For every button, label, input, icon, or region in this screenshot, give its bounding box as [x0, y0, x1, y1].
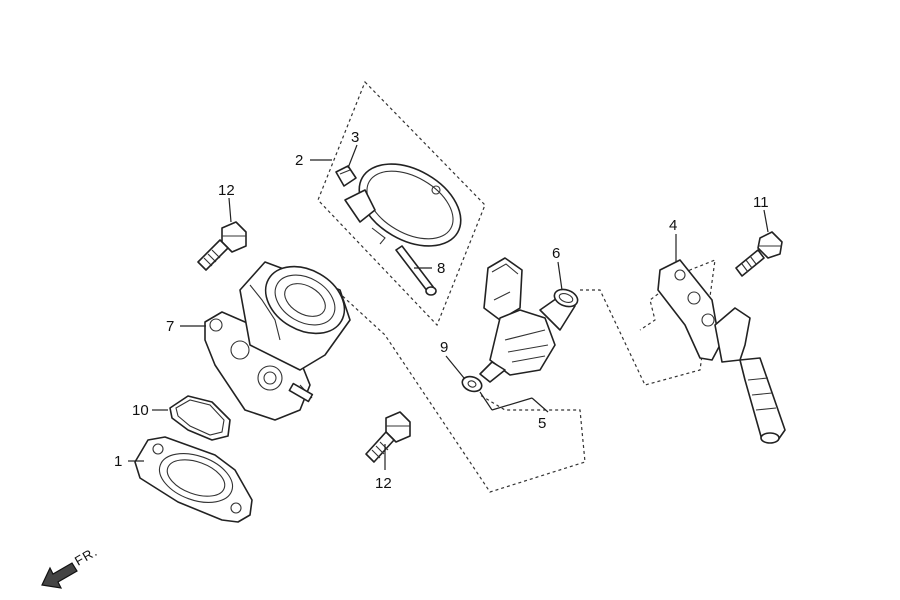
leader-line-11: [763, 209, 769, 233]
leader-line-5-a: [479, 391, 493, 411]
bolt-upper: [197, 221, 247, 271]
front-direction-indicator: FR.: [41, 544, 100, 589]
leader-line-5-b: [491, 397, 533, 411]
front-direction-label: FR.: [72, 544, 100, 569]
leader-line-9: [445, 355, 465, 379]
callout-4: 4: [669, 217, 677, 234]
callout-12-lower: 12: [375, 475, 392, 492]
leader-line-6: [557, 261, 563, 291]
callout-2: 2: [295, 152, 303, 169]
callout-3: 3: [351, 129, 359, 146]
clamp-screw: [395, 245, 437, 296]
callout-1: 1: [114, 453, 122, 470]
clamp-band: [344, 163, 462, 247]
fuel-injector: [479, 257, 576, 383]
callout-12-upper: 12: [218, 182, 235, 199]
front-arrow-icon: [41, 562, 78, 589]
callout-11: 11: [753, 194, 769, 211]
callout-8: 8: [437, 260, 445, 277]
gasket-plate: [134, 436, 253, 523]
callout-7: 7: [166, 318, 174, 335]
callout-6: 6: [552, 245, 560, 262]
bolt-lower: [365, 411, 411, 463]
leader-line-5-c: [531, 397, 549, 413]
leader-line-12a: [228, 197, 232, 223]
group-outline-clamp: [317, 80, 486, 327]
o-ring-seal: [169, 395, 231, 441]
group-outline-injector-bracket: [580, 259, 716, 386]
bolt-right: [735, 231, 783, 277]
callout-9: 9: [440, 339, 448, 356]
washer: [461, 375, 483, 393]
callout-10: 10: [132, 402, 149, 419]
fuel-line-bracket: [657, 259, 786, 444]
leader-line-3: [347, 144, 358, 169]
throttle-body: [204, 261, 351, 421]
injector-o-ring: [553, 288, 579, 308]
clip: [335, 165, 357, 187]
callout-5: 5: [538, 415, 546, 432]
